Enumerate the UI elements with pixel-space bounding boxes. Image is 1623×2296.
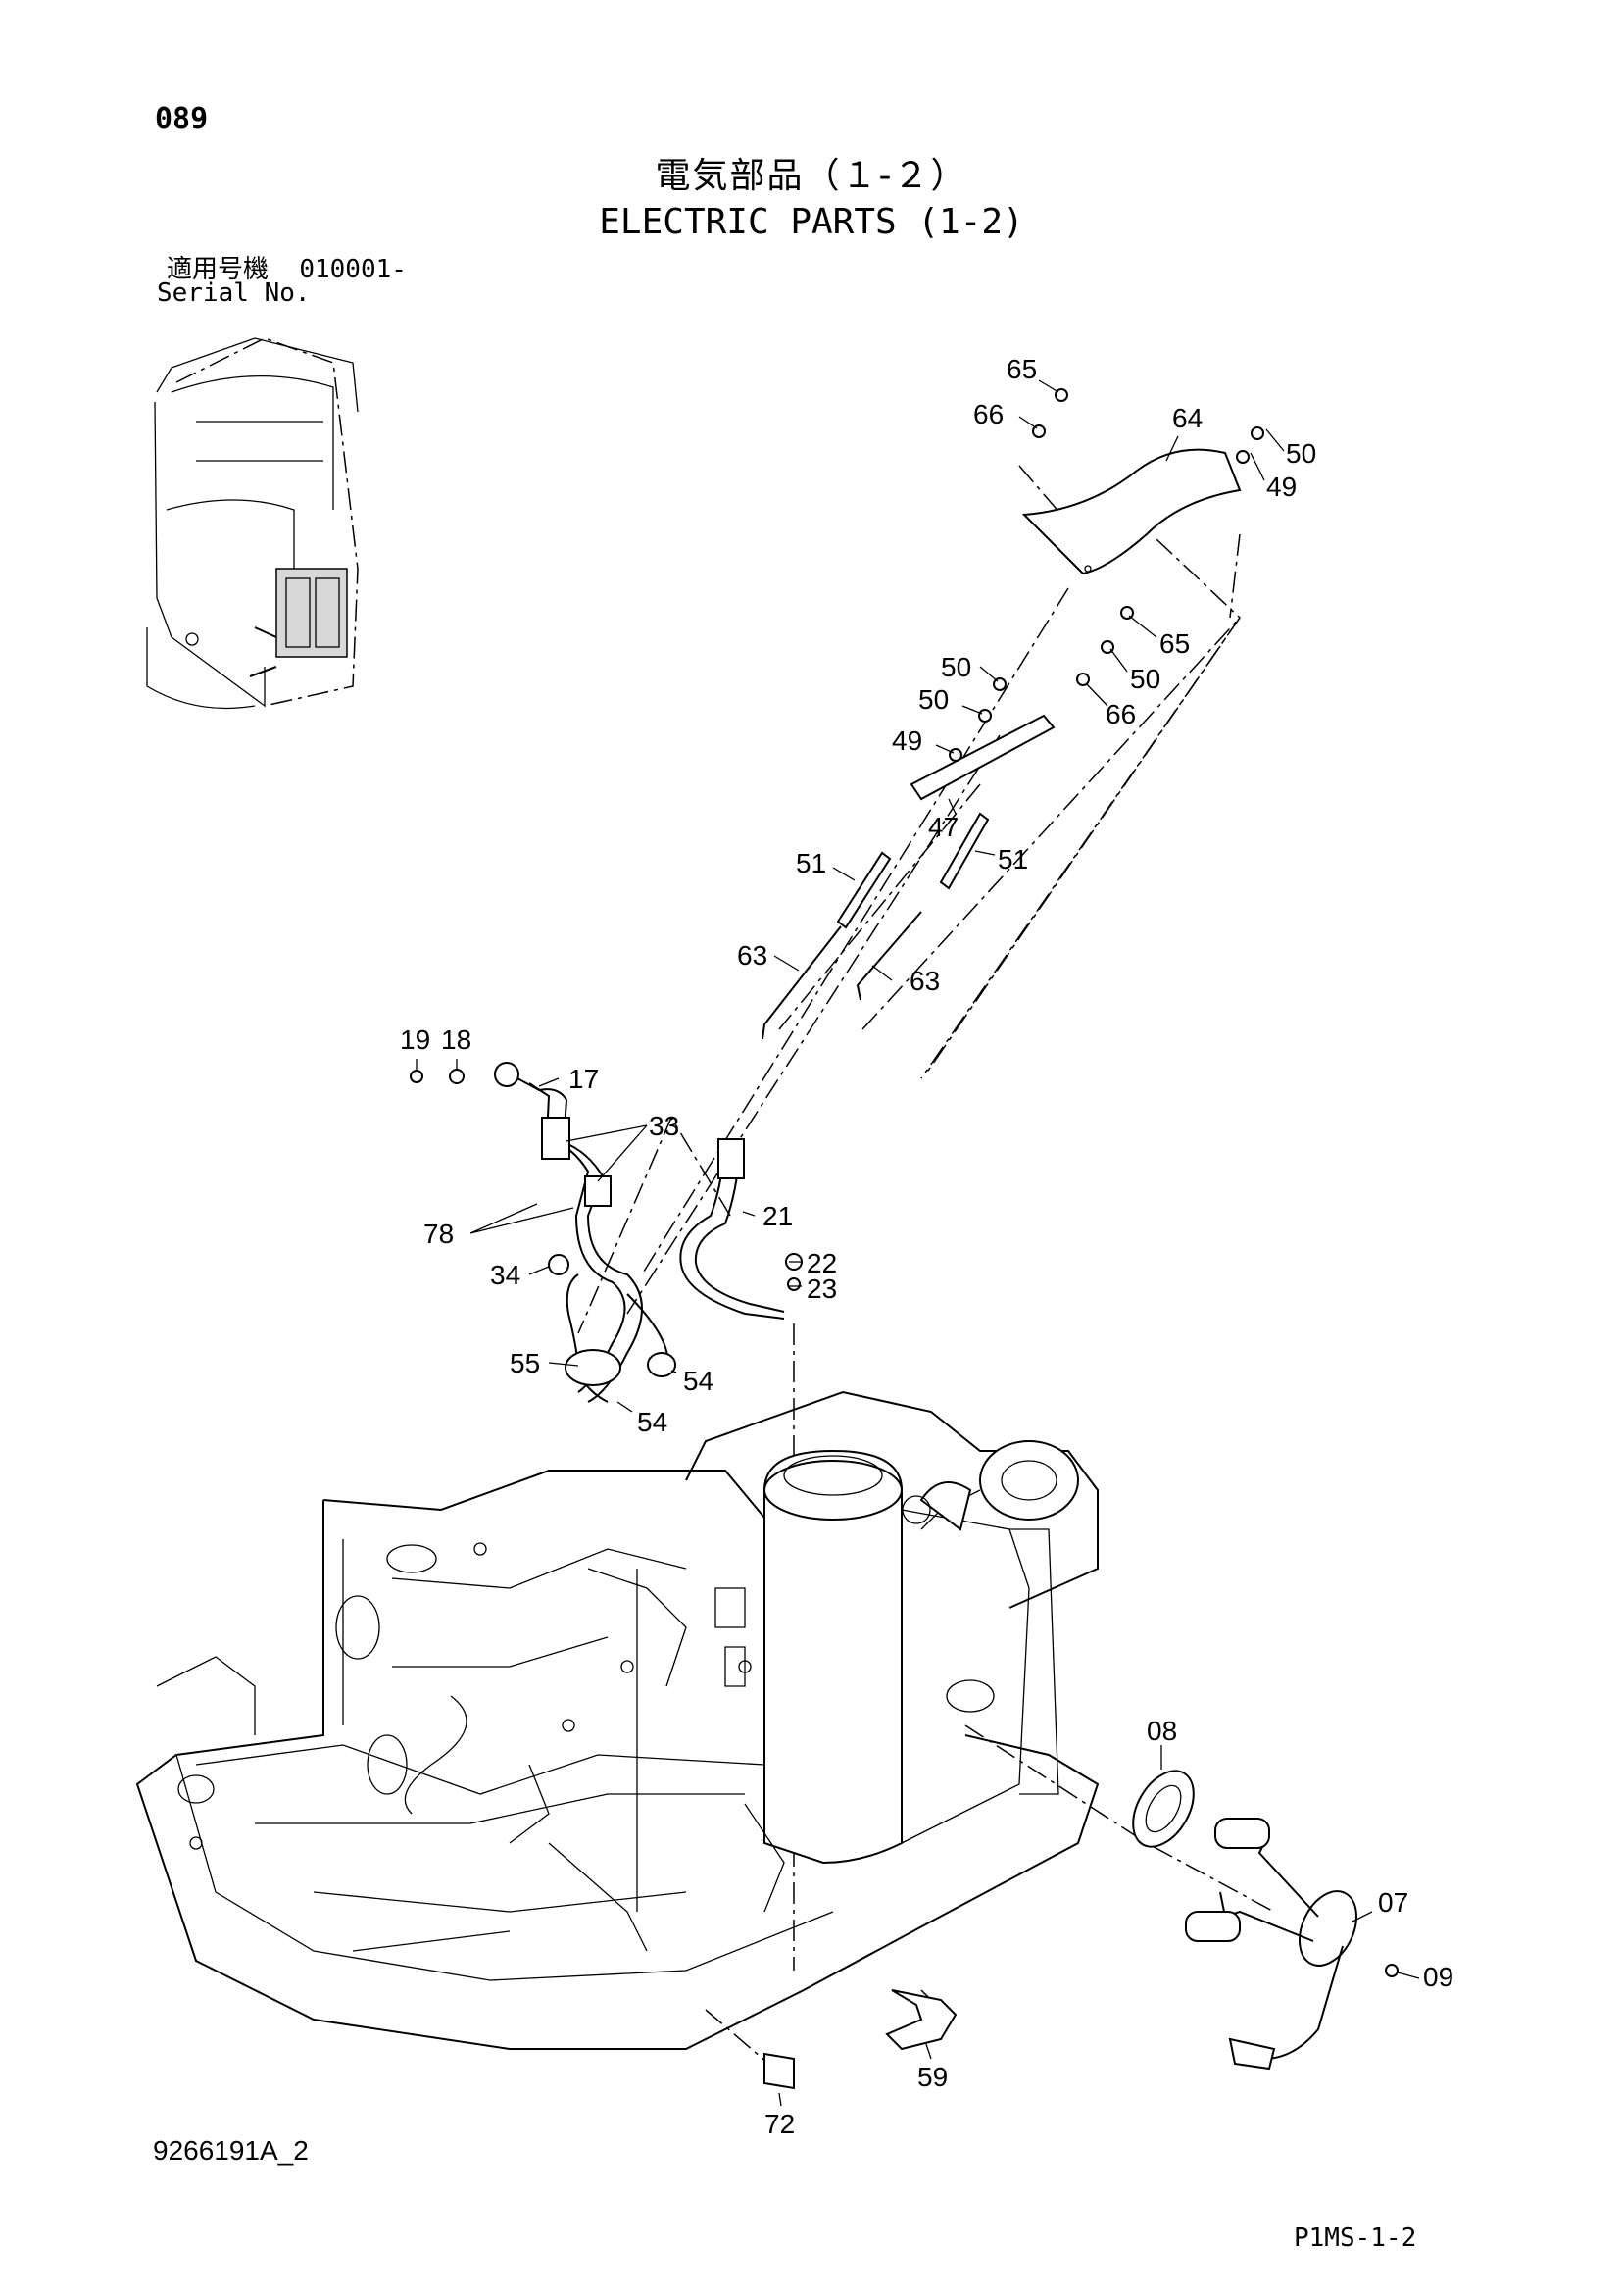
callout-55: 55	[510, 1348, 540, 1378]
callout-66-top: 66	[973, 399, 1004, 429]
callout-50-mid-left-a: 50	[941, 652, 971, 682]
rods-parts-51-63	[762, 812, 990, 1040]
bracket-part-47	[910, 714, 1056, 801]
clamp-part-59	[885, 1989, 958, 2051]
callout-65-top: 65	[1007, 354, 1037, 384]
serial-number-value: 010001-	[299, 255, 407, 284]
callout-50-mid-right: 50	[1130, 664, 1160, 694]
document-id: 9266191A_2	[153, 2135, 309, 2166]
fuel-sender-assembly	[1132, 1770, 1399, 2071]
callout-49-top: 49	[1266, 472, 1297, 502]
pad-part-72	[763, 2052, 795, 2090]
callout-51-left: 51	[796, 848, 826, 878]
callout-09: 09	[1423, 1962, 1453, 1992]
callout-07: 07	[1378, 1887, 1408, 1918]
callout-33: 33	[649, 1111, 679, 1141]
callout-63-right: 63	[910, 966, 940, 996]
callout-64: 64	[1172, 403, 1203, 433]
fasteners	[949, 388, 1264, 762]
callout-54-lower: 54	[637, 1407, 667, 1437]
callout-78: 78	[423, 1219, 454, 1249]
callout-50-mid-left-b: 50	[918, 684, 949, 715]
machine-overview-inset	[146, 337, 359, 710]
callout-08: 08	[1147, 1716, 1177, 1746]
callout-leaders	[416, 379, 1420, 2107]
cover-part-64	[1021, 448, 1242, 575]
page-title-japanese: 電気部品（１-２）	[655, 156, 968, 196]
callout-22: 22	[807, 1248, 837, 1278]
page-title-english: ELECTRIC PARTS (1-2)	[599, 202, 1024, 242]
callout-63-left: 63	[737, 940, 767, 971]
callout-47: 47	[928, 812, 959, 842]
serial-label-english: Serial No.	[157, 278, 311, 308]
sensor-cable-part-21	[679, 1138, 803, 1320]
callout-18: 18	[441, 1024, 471, 1055]
page-code: P1MS-1-2	[1294, 2223, 1417, 2253]
callout-labels: 65 66 64 50 49 65 50 66 50 50 49 47 51 5…	[400, 354, 1453, 2139]
wire-harness-assembly	[410, 1062, 676, 1403]
callout-49-mid: 49	[892, 725, 922, 756]
assembly-leader-lines	[577, 465, 1275, 2070]
serial-label-japanese: 適用号機	[167, 255, 270, 284]
callout-65-mid: 65	[1159, 628, 1190, 659]
callout-19: 19	[400, 1024, 430, 1055]
callout-72: 72	[764, 2109, 795, 2139]
callout-21: 21	[762, 1201, 793, 1231]
callout-59: 59	[917, 2062, 948, 2092]
callout-51-right: 51	[998, 844, 1028, 874]
callout-66-mid: 66	[1106, 699, 1136, 729]
callout-23: 23	[807, 1273, 837, 1304]
callout-54-upper: 54	[683, 1366, 713, 1396]
serial-number-label: 適用号機 010001-	[167, 249, 407, 285]
page-number: 089	[155, 102, 209, 136]
callout-34: 34	[490, 1260, 520, 1290]
machine-frame	[135, 1390, 1100, 2050]
callout-50-top: 50	[1286, 438, 1316, 469]
callout-17: 17	[568, 1064, 599, 1094]
